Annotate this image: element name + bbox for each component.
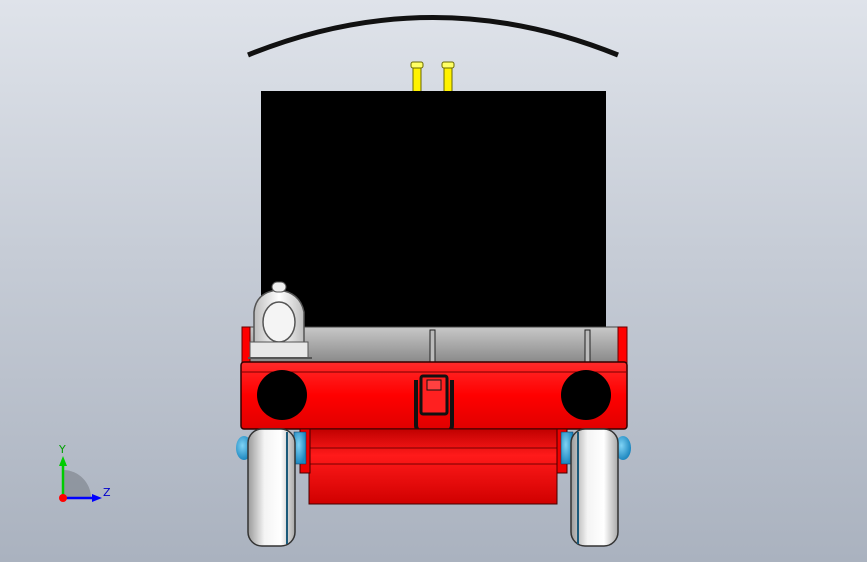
deck-post-2: [584, 329, 591, 363]
left-wheel: [247, 428, 296, 547]
y-axis-label: Y: [59, 443, 66, 456]
front-roller: [308, 428, 558, 505]
axle-cap-right: [615, 436, 631, 460]
orientation-triad: Y Z: [50, 440, 120, 510]
deck-side-right: [617, 326, 628, 364]
right-port: [561, 370, 611, 420]
tow-hook: [414, 374, 454, 434]
overhead-arc: [247, 15, 619, 58]
z-axis-label: Z: [103, 486, 111, 499]
lamp-housing: [248, 281, 312, 359]
right-wheel: [570, 428, 619, 547]
deck-post-1: [429, 329, 436, 363]
left-port: [257, 370, 307, 420]
cabin-block: [261, 91, 606, 328]
triad-graphic: [59, 456, 102, 502]
